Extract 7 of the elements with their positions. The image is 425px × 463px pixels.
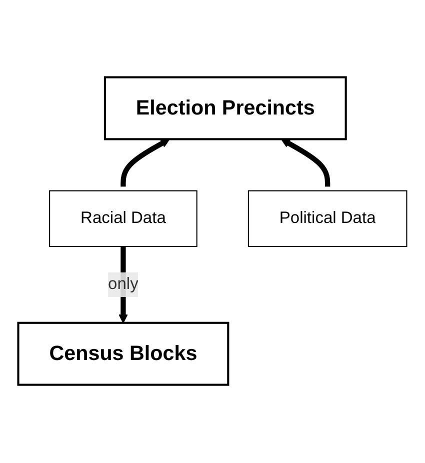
arrow bbox=[281, 139, 330, 188]
node-box: Racial Data bbox=[49, 190, 198, 248]
node-box: Political Data bbox=[248, 190, 408, 248]
node-box: Census Blocks bbox=[17, 322, 230, 386]
node-box: Election Precincts bbox=[104, 76, 347, 141]
edge-label: only bbox=[108, 276, 138, 294]
arrow bbox=[120, 139, 170, 188]
